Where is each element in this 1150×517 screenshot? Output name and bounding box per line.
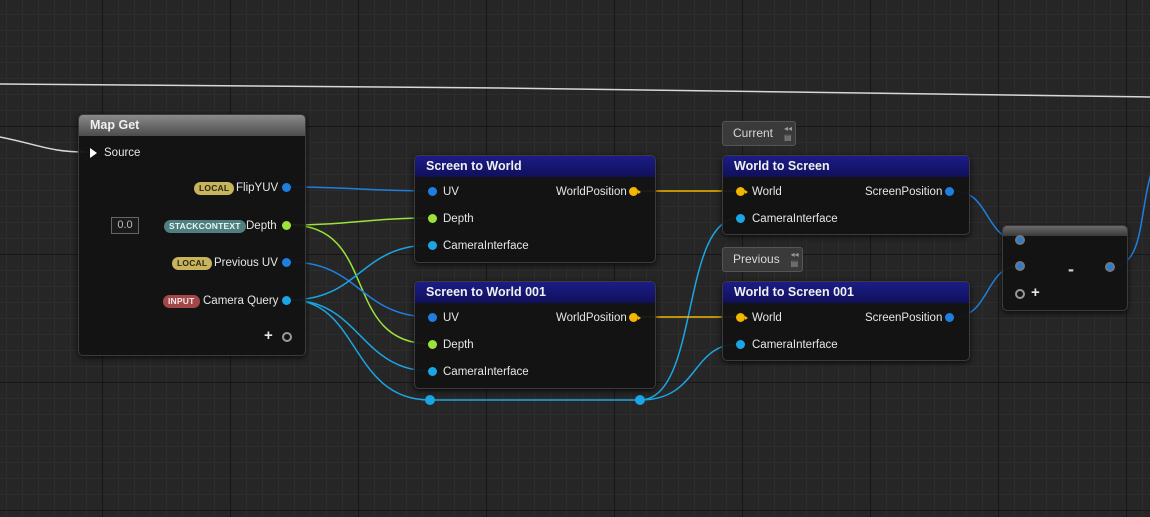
depth-label: Depth: [246, 220, 277, 232]
stw001-uv-pin[interactable]: [428, 313, 437, 322]
stw-output-pin[interactable]: [629, 187, 638, 196]
world-to-screen-node[interactable]: World to Screen World CameraInterface Sc…: [722, 155, 970, 235]
wts-world-label: World: [752, 186, 782, 198]
stw-depth-label: Depth: [443, 213, 474, 225]
reroute-knot-2: [635, 395, 645, 405]
wts-world-arrow: [745, 190, 748, 194]
subtract-add-pin-icon[interactable]: [1015, 289, 1025, 299]
source-exec-pin[interactable]: [90, 148, 97, 158]
screen-to-world-001-node[interactable]: Screen to World 001 UV Depth CameraInter…: [414, 281, 656, 389]
wire-depth-depth001: [289, 224, 432, 345]
add-pin-icon[interactable]: [282, 332, 292, 342]
subtract-input-a-pin[interactable]: [1015, 235, 1025, 245]
flipyuv-label: FlipYUV: [236, 182, 279, 194]
previous-uv-badge: LOCAL: [172, 257, 213, 270]
subtract-symbol: -: [1068, 259, 1074, 279]
depth-pin[interactable]: [282, 221, 291, 230]
previous-uv-pin[interactable]: [282, 258, 291, 267]
stw001-camera-pin[interactable]: [428, 367, 437, 376]
flipyuv-pin[interactable]: [282, 183, 291, 192]
source-label: Source: [104, 147, 141, 159]
stw-output-label: WorldPosition: [556, 186, 627, 198]
camera-query-label: Camera Query: [203, 295, 279, 307]
wts-output-label: ScreenPosition: [865, 186, 943, 198]
camera-query-badge: INPUT: [163, 295, 200, 308]
wire-cam-stwcam: [289, 244, 432, 301]
flipyuv-badge: LOCAL: [194, 182, 235, 195]
wts-camera-label: CameraInterface: [752, 213, 838, 225]
camera-query-pin[interactable]: [282, 296, 291, 305]
world-to-screen-001-title: World to Screen 001: [723, 282, 969, 303]
wts001-world-label: World: [752, 312, 782, 324]
stw001-depth-pin[interactable]: [428, 340, 437, 349]
wts-output-pin[interactable]: [945, 187, 954, 196]
world-to-screen-title: World to Screen: [723, 156, 969, 177]
stw-depth-pin[interactable]: [428, 214, 437, 223]
subtract-output-pin[interactable]: [1105, 262, 1115, 272]
current-comment-bubble[interactable]: Current ◂◂▤: [722, 121, 797, 146]
depth-default-input[interactable]: 0.0: [111, 217, 139, 234]
wts001-world-pin[interactable]: [736, 313, 745, 322]
wire-depth-depth: [289, 217, 432, 226]
stw-camera-pin[interactable]: [428, 241, 437, 250]
stw-camera-label: CameraInterface: [443, 240, 529, 252]
stw001-output-arrow: [638, 316, 641, 320]
stw-uv-pin[interactable]: [428, 187, 437, 196]
wts001-camera-pin[interactable]: [736, 340, 745, 349]
wts001-world-arrow: [745, 316, 748, 320]
subtract-header: [1003, 226, 1127, 236]
screen-to-world-001-title: Screen to World 001: [415, 282, 655, 303]
subtract-add-pin-button[interactable]: +: [1031, 284, 1040, 301]
previous-comment-bubble[interactable]: Previous ◂◂▤: [722, 247, 803, 272]
current-comment-text: Current: [733, 126, 774, 140]
screen-to-world-title: Screen to World: [415, 156, 655, 177]
wts001-output-pin[interactable]: [945, 313, 954, 322]
wts001-camera-label: CameraInterface: [752, 339, 838, 351]
stw-output-arrow: [638, 190, 641, 194]
stw001-uv-label: UV: [443, 312, 459, 324]
stw001-output-label: WorldPosition: [556, 312, 627, 324]
wire-flipyuv-uv: [289, 186, 432, 192]
wts-camera-pin[interactable]: [736, 214, 745, 223]
subtract-input-b-pin[interactable]: [1015, 261, 1025, 271]
exec-wire-source: [0, 136, 87, 153]
stw001-depth-label: Depth: [443, 339, 474, 351]
previous-uv-label: Previous UV: [214, 257, 278, 269]
stw-uv-label: UV: [443, 186, 459, 198]
stw001-camera-label: CameraInterface: [443, 366, 529, 378]
previous-comment-text: Previous: [733, 252, 780, 266]
stw001-output-pin[interactable]: [629, 313, 638, 322]
map-get-node[interactable]: Map Get Source LOCAL FlipYUV 0.0 STACKCO…: [78, 114, 306, 356]
pin-comment-icon[interactable]: ◂◂▤: [783, 124, 793, 142]
world-to-screen-001-node[interactable]: World to Screen 001 World CameraInterfac…: [722, 281, 970, 361]
pin-comment-icon[interactable]: ◂◂▤: [790, 250, 799, 268]
wts-world-pin[interactable]: [736, 187, 745, 196]
subtract-node[interactable]: - +: [1002, 225, 1128, 311]
wire-prevuv-uv001: [289, 261, 432, 318]
screen-to-world-node[interactable]: Screen to World UV Depth CameraInterface…: [414, 155, 656, 263]
exec-wire-top: [0, 83, 1150, 98]
wire-cam-stw001cam: [289, 299, 432, 372]
wts001-output-label: ScreenPosition: [865, 312, 943, 324]
add-pin-button[interactable]: +: [264, 327, 273, 344]
map-get-title: Map Get: [79, 115, 305, 136]
depth-badge: STACKCONTEXT: [164, 220, 246, 233]
reroute-knot-1: [425, 395, 435, 405]
